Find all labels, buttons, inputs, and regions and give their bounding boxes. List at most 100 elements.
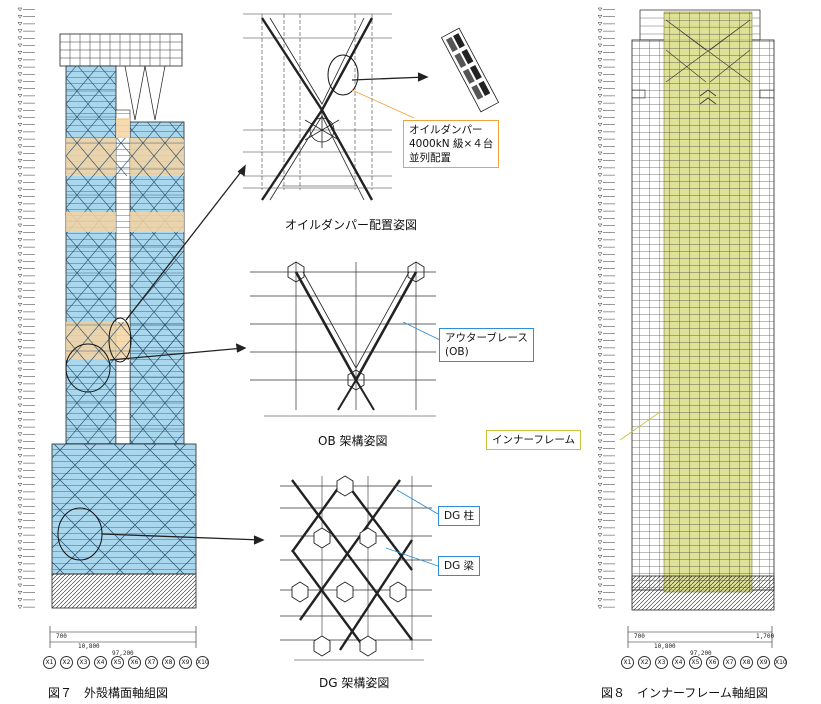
- level-marker: [597, 14, 615, 19]
- axis-bubble: X5: [689, 656, 702, 669]
- level-marker: [597, 58, 615, 62]
- level-marker: [17, 418, 35, 422]
- level-marker: [597, 29, 615, 34]
- level-marker: [17, 446, 35, 451]
- level-marker: [597, 130, 615, 134]
- level-marker: [17, 518, 35, 523]
- caption-ob-view: OB 架構姿図: [318, 434, 388, 448]
- dim-top-offset-fig8: 700: [634, 633, 645, 640]
- level-marker: [597, 454, 615, 458]
- level-marker: [17, 374, 35, 379]
- level-marker: [17, 554, 35, 559]
- callout-dg-beam: DG 梁: [438, 556, 481, 576]
- level-marker: [17, 180, 35, 185]
- level-marker: [597, 382, 615, 386]
- level-marker: [17, 22, 35, 26]
- level-marker: [597, 281, 615, 286]
- dim-span-fig7: 10,800: [78, 643, 100, 650]
- level-marker: [17, 475, 35, 480]
- callout-oil-damper: オイルダンパー 4000kN 級×４台 並列配置: [403, 120, 500, 168]
- level-marker: [597, 590, 615, 595]
- level-marker: [17, 590, 35, 595]
- level-marker: [597, 554, 615, 559]
- level-marker: [597, 151, 615, 156]
- axis-bubble: X8: [740, 656, 753, 669]
- level-marker: [17, 86, 35, 91]
- level-marker: [17, 310, 35, 314]
- level-marker: [17, 295, 35, 300]
- level-marker: [597, 144, 615, 149]
- callout-oil-damper-line2: 4000kN 級×４台: [409, 138, 494, 150]
- level-marker: [597, 353, 615, 358]
- level-marker: [597, 158, 615, 163]
- level-marker: [597, 562, 615, 566]
- axis-bubble: X7: [723, 656, 736, 669]
- dim-total-fig8: 97,200: [690, 650, 712, 657]
- level-marker: [597, 36, 615, 41]
- level-marker: [17, 238, 35, 242]
- callout-arrows: [101, 72, 429, 545]
- level-marker: [17, 504, 35, 509]
- level-marker: [17, 36, 35, 41]
- level-marker: [17, 533, 35, 538]
- axis-bubble: X3: [77, 656, 90, 669]
- level-marker: [17, 14, 35, 19]
- level-marker: [597, 526, 615, 530]
- level-marker: [597, 540, 615, 545]
- zoom-circle-ob: [65, 343, 111, 393]
- level-marker: [597, 346, 615, 350]
- level-marker: [17, 252, 35, 257]
- level-marker: [17, 367, 35, 372]
- level-marker: [597, 7, 615, 12]
- level-marker: [597, 166, 615, 170]
- level-marker: [17, 202, 35, 206]
- level-marker: [17, 29, 35, 34]
- level-marker: [17, 108, 35, 113]
- level-marker: [17, 382, 35, 386]
- level-marker: [17, 302, 35, 307]
- level-marker: [17, 410, 35, 415]
- level-marker: [597, 302, 615, 307]
- level-marker: [17, 65, 35, 70]
- level-marker: [597, 324, 615, 329]
- level-marker: [17, 158, 35, 163]
- level-marker: [597, 122, 615, 127]
- level-marker: [17, 7, 35, 12]
- dim-right-offset-fig8: 1,700: [756, 633, 775, 640]
- level-marker: [17, 223, 35, 228]
- caption-fig8: 図８ インナーフレーム軸組図: [601, 686, 768, 700]
- level-marker: [597, 288, 615, 293]
- level-marker: [17, 50, 35, 55]
- level-marker: [17, 288, 35, 293]
- level-marker: [17, 72, 35, 77]
- level-marker: [597, 583, 615, 588]
- level-marker: [597, 245, 615, 250]
- basement: [51, 573, 197, 609]
- level-marker: [597, 137, 615, 142]
- damper-zoom-circle: [327, 54, 359, 96]
- level-marker: [597, 389, 615, 394]
- level-marker: [597, 547, 615, 552]
- level-marker: [597, 511, 615, 516]
- axis-bubble: X9: [757, 656, 770, 669]
- level-marker: [597, 202, 615, 206]
- level-marker: [597, 605, 615, 610]
- caption-oil-damper-view: オイルダンパー配置姿図: [285, 218, 418, 232]
- level-marker: [17, 583, 35, 588]
- level-marker: [597, 72, 615, 77]
- level-marker: [17, 346, 35, 350]
- level-marker: [597, 79, 615, 84]
- axis-bubble: X3: [655, 656, 668, 669]
- fig7-elevation: [17, 7, 197, 648]
- level-marker: [597, 598, 615, 602]
- level-marker: [597, 101, 615, 106]
- level-markers-fig8: [597, 7, 615, 610]
- level-marker: [17, 540, 35, 545]
- level-marker: [597, 374, 615, 379]
- oil-damper-detail: [243, 13, 500, 201]
- level-marker: [597, 115, 615, 120]
- level-marker: [597, 187, 615, 192]
- level-marker: [17, 274, 35, 278]
- damper-closeup: [440, 27, 500, 113]
- level-marker: [17, 605, 35, 610]
